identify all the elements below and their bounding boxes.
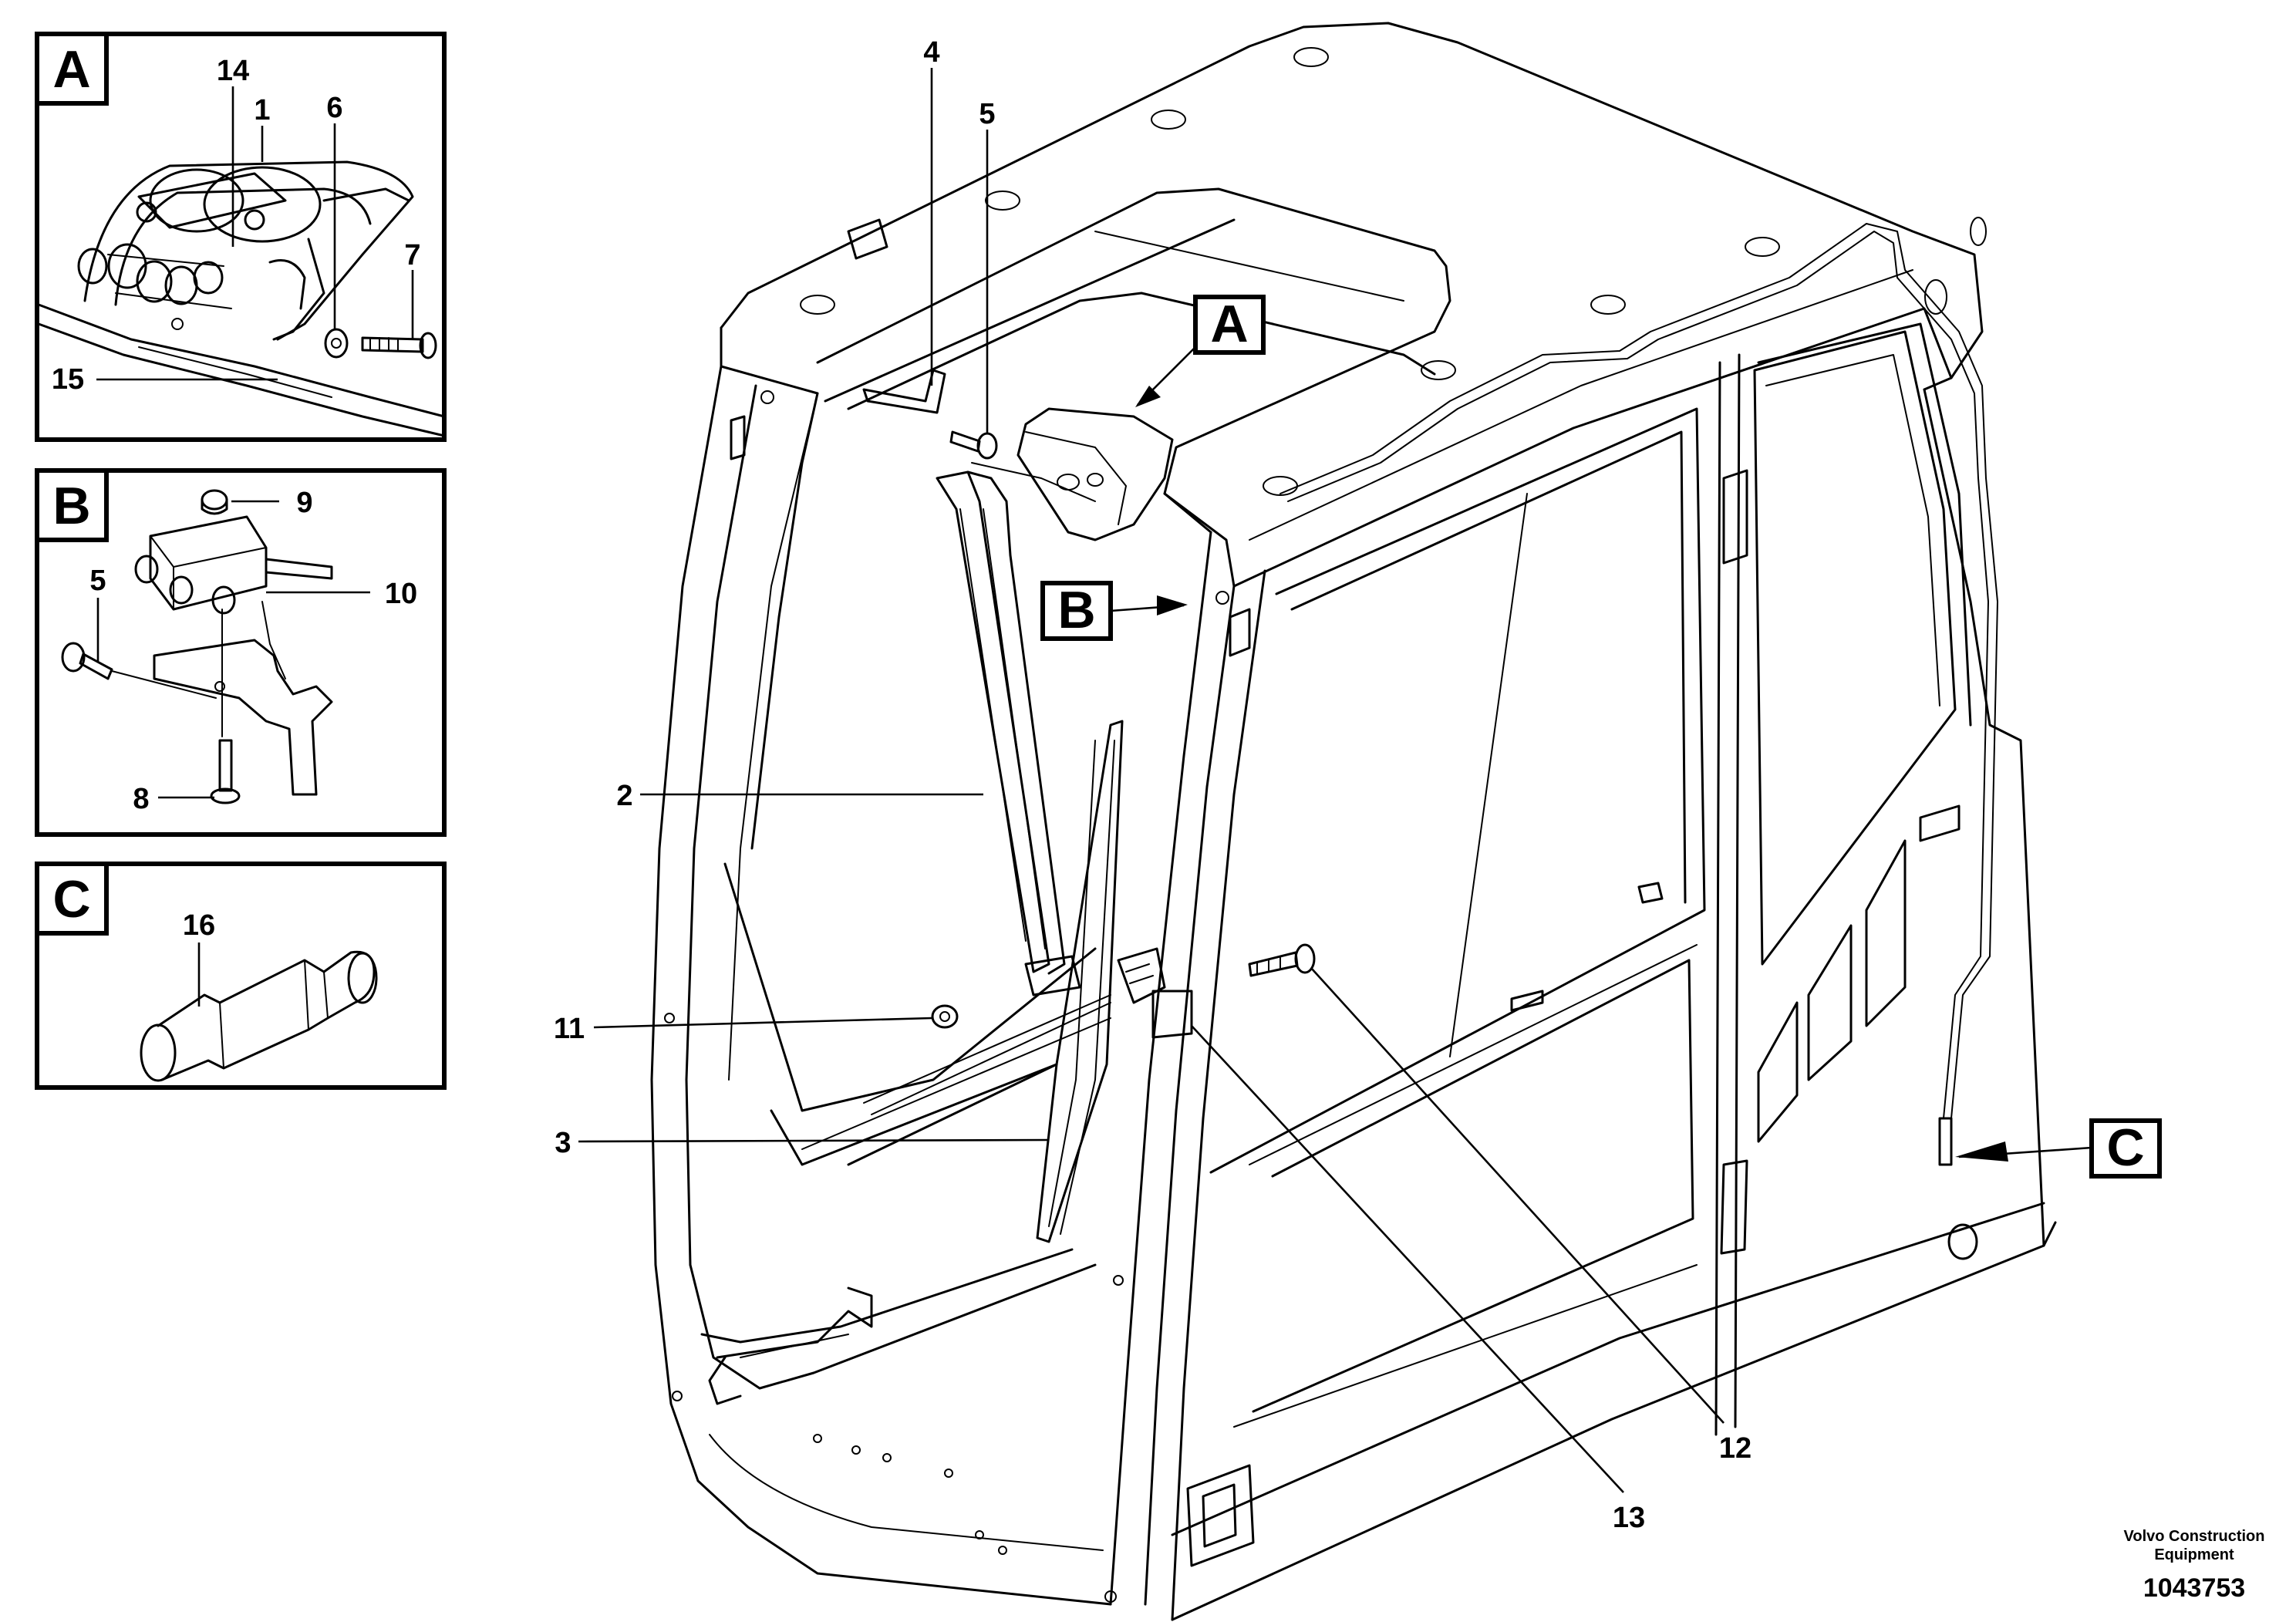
leader-11 <box>593 1017 932 1029</box>
callout-3: 3 <box>555 1127 571 1159</box>
door-latch <box>1186 1464 1255 1567</box>
view-tag-b-arrowhead <box>1157 595 1188 615</box>
right-front-pillar <box>1109 531 1212 1606</box>
wiper-motor-cover <box>1017 407 1174 541</box>
callout-6: 6 <box>326 92 342 124</box>
drawing-number: 1043753 <box>2143 1573 2245 1603</box>
detail-a-tag-box <box>35 32 109 106</box>
callout-13: 13 <box>1613 1502 1645 1534</box>
valve-bracket-drawing <box>61 489 370 804</box>
callout-2: 2 <box>616 780 632 812</box>
callout-9: 9 <box>296 487 312 519</box>
view-tag-c: C <box>2106 1118 2144 1177</box>
callout-5: 5 <box>979 98 995 130</box>
footer: Volvo Construction Equipment 1043753 <box>2124 1528 2265 1603</box>
leader-3 <box>578 1138 1050 1143</box>
company-name-line2: Equipment <box>2154 1546 2234 1563</box>
side-window <box>1209 407 1706 1174</box>
wiper-motor-drawing <box>37 86 446 437</box>
door-hinge-edge <box>1714 361 1721 1436</box>
callout-10: 10 <box>385 578 417 610</box>
callout-5b: 5 <box>89 565 106 597</box>
callout-15: 15 <box>52 363 84 396</box>
cab-main-view <box>650 22 2057 1621</box>
wiper-blade <box>1036 720 1124 1243</box>
main-callouts: A B C 4 5 2 11 3 12 13 <box>554 36 2162 1534</box>
roof-bolts <box>800 47 1987 496</box>
leader-12 <box>1310 967 1725 1424</box>
callout-1: 1 <box>254 94 270 126</box>
leader-13 <box>1191 1025 1624 1493</box>
callout-11: 11 <box>554 1013 585 1045</box>
callout-14: 14 <box>217 55 249 87</box>
callout-4: 4 <box>923 36 939 69</box>
connector-drawing <box>140 943 378 1082</box>
view-tag-c-arrowhead <box>1955 1141 2008 1162</box>
door-window <box>1753 330 1957 966</box>
frame-bolts <box>664 390 1229 1603</box>
callout-12: 12 <box>1719 1432 1752 1465</box>
detail-b-tag-box <box>35 468 109 542</box>
callout-8: 8 <box>133 783 149 815</box>
detail-c-tag: C <box>52 870 90 929</box>
detail-view-a: A <box>35 32 447 442</box>
detail-b-tag: B <box>52 477 90 535</box>
callout-7: 7 <box>404 239 420 271</box>
roof-outline <box>720 22 1984 391</box>
detail-c-tag-box <box>35 862 109 936</box>
company-name-line1: Volvo Construction <box>2124 1528 2265 1545</box>
view-tag-a-arrowhead <box>1135 386 1161 407</box>
left-front-pillar <box>650 365 1112 1606</box>
detail-view-c: C 16 <box>35 862 447 1090</box>
view-tag-b: B <box>1057 581 1095 639</box>
view-tag-a-box <box>1193 295 1266 355</box>
callout-16: 16 <box>183 909 215 942</box>
wire-harness <box>1279 223 1998 1119</box>
detail-a-tag: A <box>52 40 90 99</box>
view-tag-a: A <box>1210 295 1248 353</box>
detail-view-b: B <box>35 468 447 837</box>
